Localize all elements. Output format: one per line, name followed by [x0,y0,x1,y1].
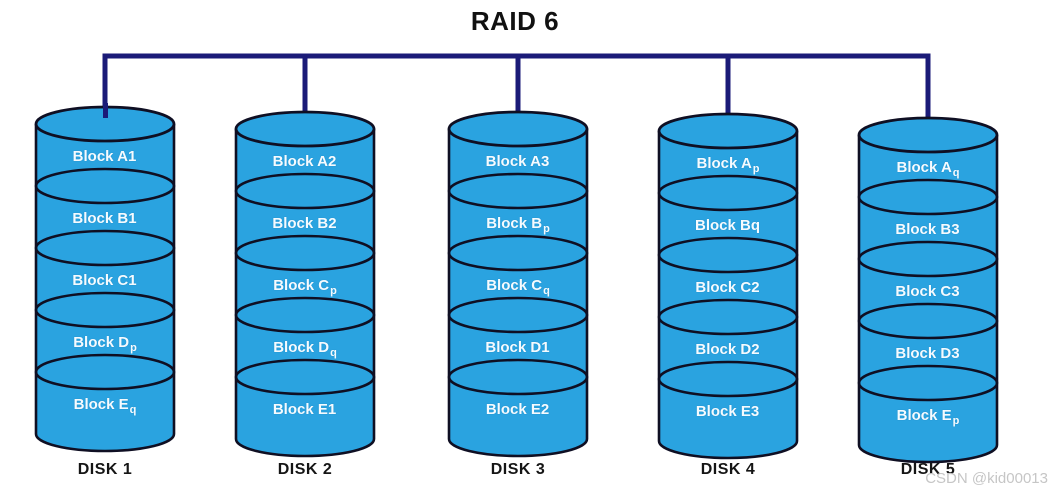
block-label: Block B1 [72,210,137,227]
disk-4-label: DISK 4 [700,461,756,478]
block-label: Block E1 [272,401,337,418]
disk-3: Block A3 Block Bp Block Cq Block D1 Bloc… [443,107,593,475]
block-label: Block A3 [485,153,550,170]
disk-3-label: DISK 3 [490,461,546,478]
disk-cylinder [857,116,999,464]
block-label: Block D2 [695,341,760,358]
bus-line-tip [103,103,108,118]
block-label: Block C3 [895,283,960,300]
block-label: Block Ap [696,155,760,175]
block-label: Block A1 [72,148,137,165]
block-label: Block Aq [896,159,960,179]
disk-cylinder [447,110,589,458]
watermark: CSDN @kid00013 [925,470,1048,487]
block-label: Block D3 [895,345,960,362]
block-label: Block E3 [695,403,760,420]
block-label: Block C2 [695,279,760,296]
disk-5-label: DISK 5 [900,461,956,478]
block-label: Block C1 [72,272,137,289]
disk-2-label: DISK 2 [277,461,333,478]
block-label: Block Dq [273,339,337,359]
block-label: Block Cq [486,277,550,297]
disk-5: Block Aq Block B3 Block C3 Block D3 Bloc… [853,113,1003,481]
block-label: Block Bp [486,215,550,235]
disk-1: Block A1 Block B1 Block C1 Block Dp Bloc… [30,102,180,470]
block-label: Block Bq [694,217,760,234]
block-label: Block Ep [896,407,960,427]
bus-outline-line [102,53,931,150]
disk-cylinder [657,112,799,460]
block-label: Block A2 [272,153,337,170]
block-label: Block Dp [73,334,137,354]
block-label: Block B2 [272,215,337,232]
disk-cylinder [34,105,176,453]
disk-cylinder [234,110,376,458]
block-label: Block Cp [273,277,337,297]
block-label: Block B3 [895,221,960,238]
block-label: Block Eq [73,396,137,416]
disk-1-label: DISK 1 [77,461,133,478]
diagram-title: RAID 6 [470,6,560,36]
block-label: Block E2 [485,401,550,418]
disk-4: Block Ap Block Bq Block C2 Block D2 Bloc… [653,109,803,477]
disk-2: Block A2 Block B2 Block Cp Block Dq Bloc… [230,107,380,475]
block-label: Block D1 [485,339,550,356]
